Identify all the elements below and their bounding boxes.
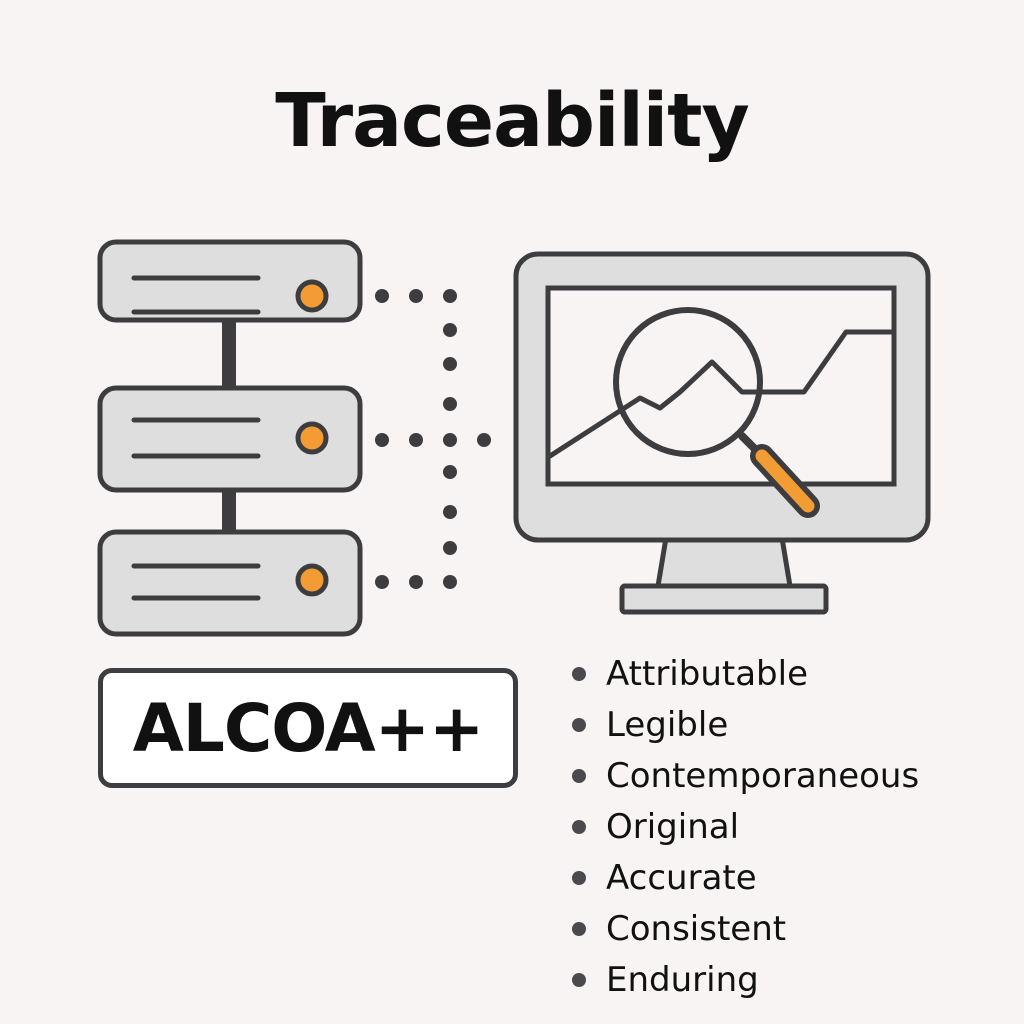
list-item: Legible: [572, 699, 1012, 750]
principle-text: Consistent: [606, 908, 787, 949]
server-unit: [97, 239, 363, 323]
bullet-icon: [572, 819, 586, 834]
list-item: Enduring: [572, 954, 1012, 1005]
list-item: Attributable: [572, 648, 1012, 699]
principle-text: Original: [606, 806, 740, 847]
dotted-connector: [375, 289, 491, 589]
server-unit: [97, 529, 363, 637]
status-light-icon: [295, 279, 329, 313]
server-connector: [222, 488, 236, 534]
server-connector: [222, 316, 236, 392]
page-title: Traceability: [275, 78, 749, 164]
list-item: Consistent: [572, 903, 1012, 954]
bullet-icon: [572, 870, 586, 885]
server-unit: [97, 385, 363, 493]
principles-list: Attributable Legible Contemporaneous Ori…: [572, 648, 1012, 1005]
bullet-icon: [572, 666, 586, 681]
status-light-icon: [295, 563, 329, 597]
principle-text: Attributable: [606, 653, 808, 694]
list-item: Original: [572, 801, 1012, 852]
bullet-icon: [572, 768, 586, 783]
monitor-icon: [513, 251, 931, 615]
bullet-icon: [572, 972, 586, 987]
list-item: Contemporaneous: [572, 750, 1012, 801]
list-item: Accurate: [572, 852, 1012, 903]
bullet-icon: [572, 717, 586, 732]
principle-text: Legible: [606, 704, 729, 745]
principle-text: Accurate: [606, 857, 757, 898]
principle-text: Enduring: [606, 959, 759, 1000]
server-stack-icon: [97, 239, 363, 637]
bullet-icon: [572, 921, 586, 936]
alcoa-label: ALCOA++: [132, 689, 485, 767]
principle-text: Contemporaneous: [606, 755, 920, 796]
magnifying-glass-icon: [613, 307, 820, 518]
line-chart-icon: [547, 329, 895, 459]
status-light-icon: [295, 421, 329, 455]
alcoa-box: ALCOA++: [98, 668, 518, 788]
